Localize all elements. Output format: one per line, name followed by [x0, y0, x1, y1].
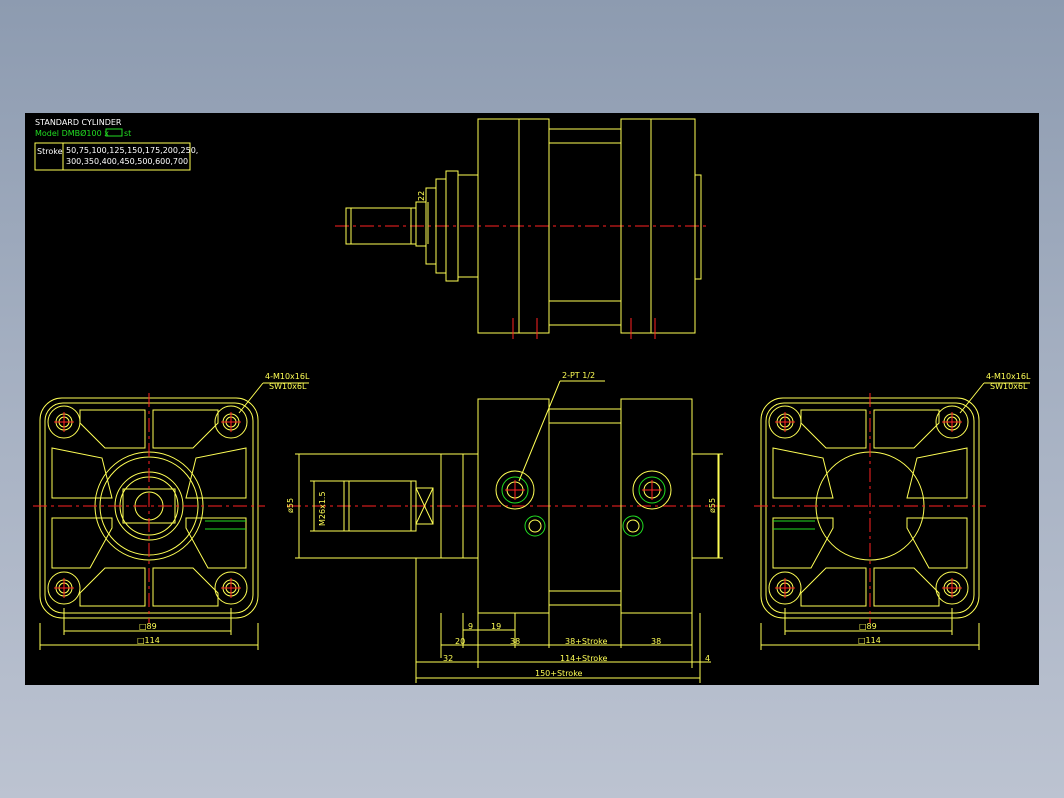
- cad-drawing: STANDARD CYLINDER Model DMBØ100 x st Str…: [33, 118, 1031, 683]
- dim-22: 22: [417, 191, 426, 201]
- dim-38-stroke: 38+Stroke: [565, 637, 607, 646]
- thread-m26: M26x1.5: [318, 491, 327, 526]
- right-callout-thread: 4-M10x16L: [986, 372, 1031, 381]
- right-dim-114: □114: [858, 636, 881, 645]
- port-2: [632, 470, 672, 510]
- left-callout-thread: 4-M10x16L: [265, 372, 310, 381]
- dim-32: 32: [443, 654, 453, 663]
- dim-150-stroke: 150+Stroke: [535, 669, 583, 678]
- title-text: STANDARD CYLINDER: [35, 118, 122, 127]
- stroke-values-row1: 50,75,100,125,150,175,200,250,: [66, 146, 198, 155]
- right-callout-sw: SW10x6L: [990, 382, 1028, 391]
- dim-38a: 38: [510, 637, 520, 646]
- dim-114-stroke: 114+Stroke: [560, 654, 608, 663]
- dim-4: 4: [705, 654, 710, 663]
- top-barrel: [548, 128, 622, 326]
- port-callout: 2-PT 1/2: [562, 371, 595, 380]
- title-block: STANDARD CYLINDER Model DMBØ100 x st Str…: [34, 118, 198, 171]
- left-dim-89: □89: [139, 622, 157, 631]
- dim-9: 9: [468, 622, 473, 631]
- right-end-view: 4-M10x16L SW10x6L □89 □114: [754, 372, 1031, 650]
- left-callout-sw: SW10x6L: [269, 382, 307, 391]
- left-dim-114: □114: [137, 636, 160, 645]
- front-view: 2-PT 1/2 ø55 M26x1.5 ø55 9 19 20 38: [286, 371, 725, 683]
- port-1: [495, 470, 535, 510]
- left-end-view: 4-M10x16L SW10x6L □89 □114: [33, 372, 310, 650]
- dia-55-right: ø55: [708, 498, 717, 513]
- dia-55-left: ø55: [286, 498, 295, 513]
- stroke-table: [34, 142, 191, 171]
- top-cap-cover: [620, 118, 696, 334]
- model-suffix: st: [124, 129, 131, 138]
- dim-38b: 38: [651, 637, 661, 646]
- stroke-label: Stroke: [37, 147, 63, 156]
- dim-19: 19: [491, 622, 501, 631]
- model-text: Model DMBØ100 x: [35, 128, 109, 138]
- right-dim-89: □89: [859, 622, 877, 631]
- dim-20: 20: [455, 637, 465, 646]
- stroke-values-row2: 300,350,400,450,500,600,700: [66, 157, 188, 166]
- model-input-box: [105, 128, 123, 137]
- cad-drawing-canvas[interactable]: STANDARD CYLINDER Model DMBØ100 x st Str…: [25, 113, 1039, 685]
- top-view: 22: [335, 118, 710, 339]
